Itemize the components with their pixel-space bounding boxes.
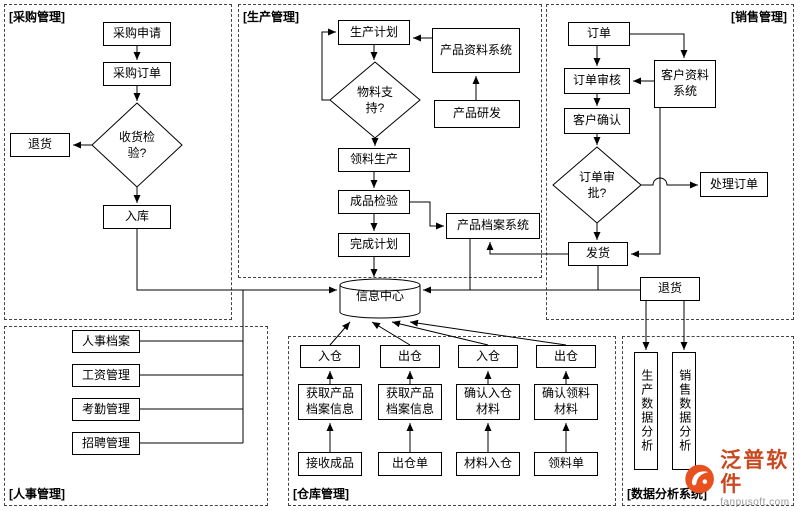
node-confirm-pick-material: 确认领料材料: [534, 384, 598, 420]
section-procurement: [采购管理]: [4, 4, 232, 320]
section-sales: [销售管理]: [546, 4, 794, 320]
node-wh-out-1: 出仓: [380, 345, 440, 368]
node-product-data-system: 产品资料系统: [432, 28, 520, 73]
info-center-cylinder-icon: [339, 278, 421, 319]
node-customer-data-system: 客户资料系统: [654, 60, 716, 108]
node-get-archive-info-1: 获取产品档案信息: [298, 384, 362, 420]
watermark: 泛普软件 fanpusoft.com: [684, 449, 800, 508]
node-wh-in-1: 入仓: [300, 345, 360, 368]
node-finished-inspection: 成品检验: [338, 190, 410, 214]
section-analysis-label: [数据分析系统]: [627, 487, 707, 501]
node-wh-in-2: 入仓: [458, 345, 518, 368]
node-ship: 发货: [568, 242, 628, 266]
section-procurement-label: [采购管理]: [9, 10, 65, 24]
section-production: [生产管理]: [238, 4, 542, 278]
label-receiving-inspection: 收货检验?: [118, 130, 155, 160]
section-sales-label: [销售管理]: [731, 10, 787, 24]
node-material-inbound: 材料入仓: [456, 452, 520, 476]
node-production-plan: 生产计划: [338, 20, 410, 45]
section-hr-label: [人事管理]: [9, 487, 65, 501]
node-product-rd: 产品研发: [434, 100, 520, 128]
section-warehouse-label: [仓库管理]: [293, 487, 349, 501]
decision-diamonds: [91, 61, 642, 224]
node-picking-note: 领料单: [534, 452, 598, 476]
node-confirm-in-material: 确认入仓材料: [456, 384, 520, 420]
node-order: 订单: [568, 22, 630, 46]
node-receive-finished: 接收成品: [298, 452, 362, 476]
flow-arrows: [73, 28, 698, 452]
section-production-label: [生产管理]: [243, 10, 299, 24]
node-production-data-analysis: 生产数据分析: [634, 352, 658, 470]
node-product-archive-system: 产品档案系统: [446, 213, 540, 239]
node-recruit-mgmt: 招聘管理: [72, 432, 140, 455]
label-info-center: 信息中心: [355, 289, 404, 304]
node-sales-data-analysis: 销售数据分析: [672, 352, 696, 470]
node-process-order: 处理订单: [700, 172, 768, 197]
section-analysis: [数据分析系统]: [622, 336, 794, 506]
section-hr: [人事管理]: [4, 326, 268, 506]
watermark-text: 泛普软件 fanpusoft.com: [720, 449, 800, 508]
node-purchase-order: 采购订单: [103, 62, 171, 86]
node-complete-plan: 完成计划: [338, 233, 410, 257]
node-purchase-request: 采购申请: [103, 22, 171, 46]
node-warehouse-in: 入库: [103, 205, 171, 229]
node-wh-out-2: 出仓: [536, 345, 596, 368]
node-get-archive-info-2: 获取产品档案信息: [378, 384, 442, 420]
node-attendance-mgmt: 考勤管理: [72, 398, 140, 421]
node-order-review: 订单审核: [564, 68, 630, 94]
label-order-approval: 订单审批?: [578, 170, 615, 200]
node-customer-confirm: 客户确认: [564, 108, 630, 134]
node-return-purchase: 退货: [10, 133, 70, 157]
fanpu-logo-icon: [685, 464, 714, 493]
watermark-brand: 泛普软件: [720, 449, 790, 497]
watermark-site: fanpusoft.com: [720, 497, 790, 509]
node-outbound-note: 出仓单: [378, 452, 442, 476]
node-return-sales: 退货: [640, 277, 700, 301]
label-material-support: 物料支持?: [356, 85, 393, 115]
node-salary-mgmt: 工资管理: [72, 364, 140, 387]
node-picking-production: 领料生产: [338, 148, 410, 172]
node-personnel-files: 人事档案: [72, 330, 140, 353]
